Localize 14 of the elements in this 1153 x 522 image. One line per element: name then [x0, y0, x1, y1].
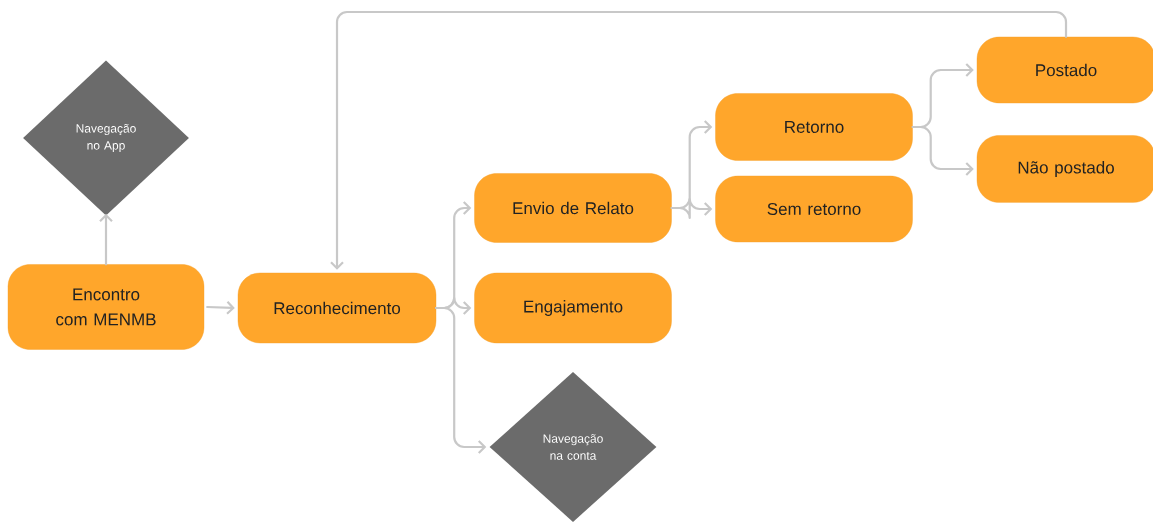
process-box: Engajamento [474, 272, 672, 344]
process-box: Postado [976, 36, 1153, 104]
process-box: Envio de Relato [474, 173, 672, 243]
process-box: Retorno [715, 93, 913, 161]
arrow [99, 213, 113, 266]
arrow [670, 197, 713, 220]
process-box: Reconhecimento [237, 272, 437, 344]
process-box: Encontro com MENMB [7, 264, 205, 350]
arrow [206, 300, 235, 315]
process-box: Não postado [976, 135, 1153, 203]
process-box: Sem retorno [715, 175, 913, 243]
arrow [330, 10, 1068, 270]
arrow [911, 125, 974, 176]
arrow [435, 306, 487, 454]
